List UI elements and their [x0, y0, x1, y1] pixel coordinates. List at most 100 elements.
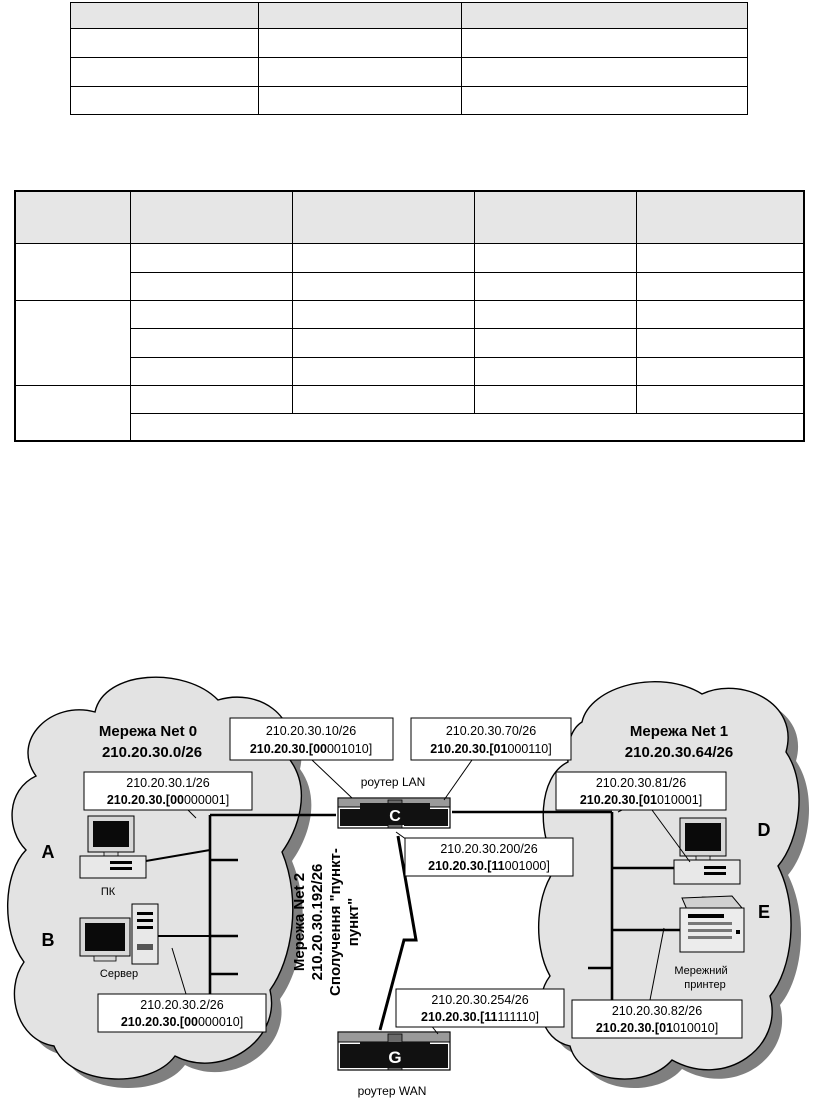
host-a-label: ПК [101, 886, 116, 898]
table-cell [291, 299, 475, 329]
table-cell [635, 384, 805, 414]
address-host-bits: 000001] [184, 793, 229, 807]
address-decimal: 210.20.30.200/26 [440, 842, 537, 856]
net1-bus [452, 810, 680, 1000]
svg-text:210.20.30.[01010010]: 210.20.30.[01010010] [596, 1021, 718, 1035]
address-net-bits: [01 [639, 793, 657, 807]
svg-text:210.20.30.[00000010]: 210.20.30.[00000010] [121, 1015, 243, 1029]
address-host-bits: 001000] [505, 859, 550, 873]
address-prefix: 210.20.30. [430, 742, 489, 756]
table-cell [635, 190, 805, 244]
table-row [70, 57, 748, 87]
table-cell [461, 86, 748, 115]
host-e-letter: E [758, 902, 770, 922]
address-label-c-net0: 210.20.30.10/26 210.20.30.[00001010] [229, 717, 394, 761]
svg-text:210.20.30.[00000001]: 210.20.30.[00000001] [107, 793, 229, 807]
address-net-bits: [00 [166, 793, 184, 807]
router-wan: G [337, 1031, 451, 1071]
net2-type-line1: Сполучення "пункт- [327, 848, 344, 996]
table-row [14, 242, 805, 301]
address-host-bits: 001010] [327, 742, 372, 756]
host-d-letter: D [758, 820, 771, 840]
address-decimal: 210.20.30.2/26 [140, 998, 223, 1012]
address-prefix: 210.20.30. [250, 742, 309, 756]
net2-label: Мережа Net 2 210.20.30.192/26 Сполучення… [291, 848, 362, 996]
table-cell [291, 384, 475, 414]
address-decimal: 210.20.30.1/26 [126, 776, 209, 790]
net0-address: 210.20.30.0/26 [102, 744, 202, 761]
table-row [14, 384, 805, 442]
address-label-g-net2: 210.20.30.254/26 210.20.30.[11111110] [395, 988, 565, 1028]
table-cell [461, 28, 748, 58]
table-row [15, 412, 805, 442]
address-label-b: 210.20.30.2/26 210.20.30.[00000010] [97, 993, 267, 1033]
address-prefix: 210.20.30. [121, 1015, 180, 1029]
svg-text:210.20.30.[11001000]: 210.20.30.[11001000] [428, 859, 550, 873]
address-label-e: 210.20.30.82/26 210.20.30.[01010010] [571, 999, 743, 1039]
table-row [70, 86, 748, 115]
address-label-c-net1: 210.20.30.70/26 210.20.30.[01000110] [410, 717, 572, 761]
table-cell [461, 57, 748, 87]
host-e-label-line1: Мережний [674, 965, 727, 977]
pc-icon [673, 817, 741, 885]
address-net-bits: [01 [489, 742, 507, 756]
table-cell [473, 299, 637, 329]
table-cell [129, 327, 293, 358]
address-prefix: 210.20.30. [107, 793, 166, 807]
svg-text:210.20.30.[01010001]: 210.20.30.[01010001] [580, 793, 702, 807]
address-host-bits: 000110] [507, 742, 551, 756]
table-cell [258, 28, 462, 58]
table-cell [70, 86, 259, 115]
net1-address: 210.20.30.64/26 [625, 744, 733, 761]
router-wan-label: роутер WAN [358, 1084, 427, 1098]
router-lan-label: роутер LAN [361, 775, 426, 789]
table-cell [129, 190, 293, 244]
leader-lines [171, 759, 691, 1035]
table-row [15, 271, 805, 301]
svg-text:210.20.30.[01000110]: 210.20.30.[01000110] [430, 742, 551, 756]
table-cell [473, 242, 637, 273]
table-cell [473, 271, 637, 301]
address-prefix: 210.20.30. [421, 1010, 480, 1024]
net2-address: 210.20.30.192/26 [309, 864, 326, 981]
svg-text:210.20.30.[11111110]: 210.20.30.[11111110] [421, 1010, 539, 1024]
net2-title: Мережа Net 2 [291, 873, 308, 971]
address-decimal: 210.20.30.81/26 [596, 776, 686, 790]
address-label-d: 210.20.30.81/26 210.20.30.[01010001] [555, 771, 727, 811]
address-decimal: 210.20.30.10/26 [266, 724, 356, 738]
table-cell [473, 190, 637, 244]
address-net-bits: [00 [180, 1015, 198, 1029]
empty-table-2 [14, 190, 805, 442]
address-host-bits: 111110] [498, 1010, 539, 1024]
address-net-bits: [11 [480, 1010, 497, 1024]
address-label-c-net2: 210.20.30.200/26 210.20.30.[11001000] [404, 837, 574, 877]
table-row [14, 190, 805, 244]
address-host-bits: 000010] [198, 1015, 243, 1029]
address-decimal: 210.20.30.254/26 [431, 993, 528, 1007]
address-net-bits: [01 [655, 1021, 673, 1035]
address-prefix: 210.20.30. [580, 793, 639, 807]
address-decimal: 210.20.30.70/26 [446, 724, 536, 738]
net1-title: Мережа Net 1 [630, 723, 728, 740]
router-wan-letter: G [388, 1048, 401, 1067]
host-b-letter: B [42, 930, 55, 950]
net0-bus [139, 813, 336, 1000]
empty-table-1 [70, 2, 748, 115]
address-decimal: 210.20.30.82/26 [612, 1004, 702, 1018]
address-host-bits: 010010] [673, 1021, 718, 1035]
printer-icon [679, 895, 745, 953]
host-e-label-line2: принтер [684, 979, 725, 991]
server-icon [79, 903, 159, 965]
p2p-link [378, 835, 418, 1031]
table-cell [129, 412, 805, 442]
table-cell [14, 242, 131, 301]
address-host-bits: 010001] [657, 793, 702, 807]
svg-text:210.20.30.[00001010]: 210.20.30.[00001010] [250, 742, 372, 756]
table-cell [14, 384, 131, 442]
host-a-letter: A [42, 842, 55, 862]
host-b-label: Сервер [100, 968, 138, 980]
net0-title: Мережа Net 0 [99, 723, 197, 740]
table-cell [461, 2, 748, 29]
router-lan: C [337, 797, 451, 829]
